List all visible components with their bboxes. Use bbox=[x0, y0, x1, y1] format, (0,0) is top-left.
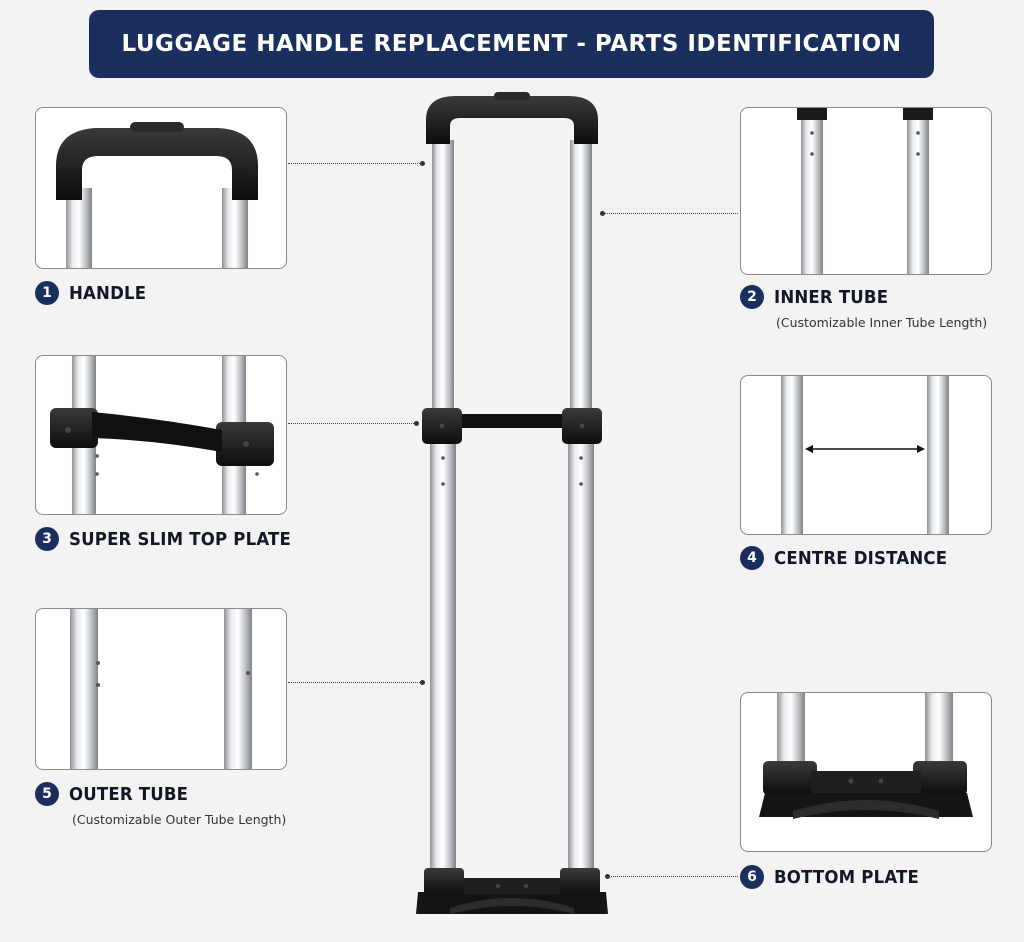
part-number-badge: 3 bbox=[35, 527, 59, 551]
right-outer-tube bbox=[568, 424, 594, 874]
part-name: OUTER TUBE bbox=[69, 783, 189, 805]
handle-illustration bbox=[56, 122, 258, 268]
part-number-badge: 1 bbox=[35, 281, 59, 305]
part-number-badge: 4 bbox=[740, 546, 764, 570]
page-title: LUGGAGE HANDLE REPLACEMENT - PARTS IDENT… bbox=[121, 31, 902, 57]
part-number-badge: 2 bbox=[740, 285, 764, 309]
bottom-plate-illustration bbox=[759, 693, 973, 819]
outer-tube-detail-panel bbox=[35, 608, 287, 770]
part-label-centre-distance: 4 CENTRE DISTANCE bbox=[740, 546, 962, 570]
bottom-plate-leader-line bbox=[605, 873, 738, 879]
part-name: HANDLE bbox=[69, 282, 147, 304]
outer-tube-illustration bbox=[70, 609, 252, 769]
top-plate-illustration bbox=[50, 356, 274, 514]
trolley-handle-illustration bbox=[416, 92, 608, 914]
bottom-plate-detail-panel bbox=[740, 692, 992, 852]
outer-tube-note: (Customizable Outer Tube Length) bbox=[72, 812, 287, 827]
top-plate-detail-panel bbox=[35, 355, 287, 515]
top-plate-bar bbox=[450, 414, 574, 428]
part-label-handle: 1 HANDLE bbox=[35, 281, 153, 305]
inner-tube-illustration bbox=[797, 108, 933, 274]
part-name: CENTRE DISTANCE bbox=[774, 547, 948, 569]
part-name: BOTTOM PLATE bbox=[774, 866, 920, 888]
centre-distance-detail-panel bbox=[740, 375, 992, 535]
right-inner-tube bbox=[570, 140, 592, 424]
left-inner-tube bbox=[432, 140, 454, 424]
left-outer-tube bbox=[430, 424, 456, 874]
part-label-top-plate: 3 SUPER SLIM TOP PLATE bbox=[35, 527, 310, 551]
part-number-badge: 5 bbox=[35, 782, 59, 806]
top-handle-grip bbox=[426, 96, 598, 144]
top-plate-leader-line bbox=[288, 420, 419, 426]
part-number-badge: 6 bbox=[740, 865, 764, 889]
part-name: INNER TUBE bbox=[774, 286, 889, 308]
handle-detail-panel bbox=[35, 107, 287, 269]
outer-tube-leader-line bbox=[288, 679, 425, 685]
inner-tube-leader-line bbox=[600, 210, 738, 216]
centre-distance-illustration bbox=[781, 376, 949, 534]
part-label-inner-tube: 2 INNER TUBE bbox=[740, 285, 898, 309]
part-label-bottom-plate: 6 BOTTOM PLATE bbox=[740, 865, 932, 889]
inner-tube-detail-panel bbox=[740, 107, 992, 275]
inner-tube-note: (Customizable Inner Tube Length) bbox=[776, 315, 988, 330]
part-label-outer-tube: 5 OUTER TUBE bbox=[35, 782, 199, 806]
title-banner: LUGGAGE HANDLE REPLACEMENT - PARTS IDENT… bbox=[89, 10, 934, 78]
handle-leader-line bbox=[288, 160, 425, 166]
part-name: SUPER SLIM TOP PLATE bbox=[69, 528, 292, 550]
